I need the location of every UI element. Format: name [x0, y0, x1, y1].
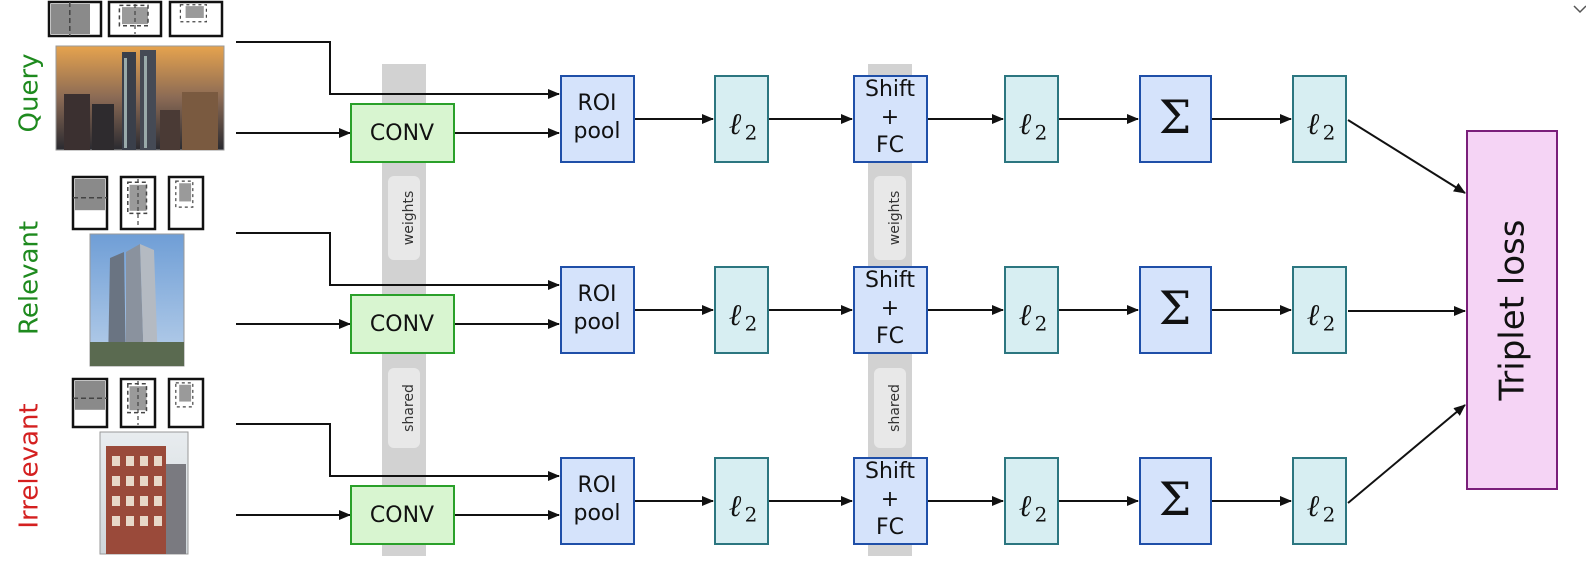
- shift-label: Shift: [865, 459, 915, 484]
- triplet-loss-label: Triplet loss: [1493, 220, 1533, 402]
- conv-label: CONV: [370, 312, 434, 337]
- band-label-shared: shared: [401, 384, 417, 432]
- l2-norm-label: ℓ: [1019, 298, 1032, 333]
- shift-fc-block: [853, 266, 928, 354]
- pool-label: pool: [574, 119, 621, 144]
- roi-pool-block: [560, 457, 635, 545]
- chevron-down-icon: [1573, 5, 1586, 14]
- shift-label: Shift: [865, 77, 915, 102]
- l2-norm-subscript: 2: [1323, 503, 1336, 527]
- roi-pool-block: [560, 266, 635, 354]
- row-label-query: Query: [15, 53, 45, 132]
- l2-norm-block-1: [714, 266, 769, 354]
- band-label-bg: [388, 368, 420, 448]
- irrelevant-photo-icon: [99, 431, 189, 555]
- conv-label: CONV: [370, 121, 434, 146]
- band-label-bg: [874, 176, 906, 260]
- region-grid-icon: [47, 0, 103, 38]
- sum-label: Σ: [1159, 281, 1192, 335]
- arrow-to-loss-query: [1347, 119, 1466, 194]
- l2-norm-subscript: 2: [1035, 312, 1048, 336]
- roi-label: ROI: [577, 91, 616, 116]
- sum-pool-block: [1139, 266, 1212, 354]
- conv-block: [350, 485, 455, 545]
- sum-label: Σ: [1159, 472, 1192, 526]
- l2-norm-subscript: 2: [1323, 312, 1336, 336]
- plus-label: +: [881, 487, 899, 512]
- shift-fc-block: [853, 75, 928, 163]
- l2-norm-label: ℓ: [729, 107, 742, 142]
- pool-label: pool: [574, 310, 621, 335]
- l2-norm-subscript: 2: [745, 503, 758, 527]
- plus-label: +: [881, 296, 899, 321]
- sum-pool-block: [1139, 75, 1212, 163]
- l2-norm-block-3: [1292, 266, 1347, 354]
- arrow-to-loss-irrelevant: [1347, 404, 1466, 504]
- band-label-weights: weights: [401, 191, 417, 246]
- l2-norm-label: ℓ: [729, 298, 742, 333]
- shift-label: Shift: [865, 268, 915, 293]
- arrow-regions-to-roi: [236, 232, 560, 290]
- fc-label: FC: [876, 324, 904, 349]
- band-label-shared: shared: [887, 384, 903, 432]
- region-grid-icon: [119, 175, 157, 231]
- region-grid-icon: [71, 175, 109, 231]
- l2-norm-label: ℓ: [1019, 489, 1032, 524]
- conv-block: [350, 103, 455, 163]
- sum-label: Σ: [1159, 90, 1192, 144]
- region-grid-icon: [71, 377, 109, 429]
- l2-norm-label: ℓ: [1307, 489, 1320, 524]
- l2-norm-block-1: [714, 457, 769, 545]
- l2-norm-subscript: 2: [745, 121, 758, 145]
- fc-label: FC: [876, 515, 904, 540]
- band-label-weights: weights: [887, 191, 903, 246]
- region-grid-icon: [119, 377, 157, 429]
- region-grid-icon: [167, 377, 205, 429]
- l2-norm-subscript: 2: [1035, 121, 1048, 145]
- shift-fc-block: [853, 457, 928, 545]
- l2-norm-label: ℓ: [1307, 107, 1320, 142]
- region-grid-icon: [107, 0, 163, 38]
- arrow-regions-to-roi: [236, 41, 560, 99]
- relevant-photo-icon: [89, 233, 185, 367]
- l2-norm-block-3: [1292, 457, 1347, 545]
- sum-pool-block: [1139, 457, 1212, 545]
- l2-norm-subscript: 2: [1323, 121, 1336, 145]
- row-label-irrelevant: Irrelevant: [15, 403, 45, 528]
- l2-norm-label: ℓ: [1307, 298, 1320, 333]
- l2-norm-block-3: [1292, 75, 1347, 163]
- row-label-relevant: Relevant: [15, 221, 45, 335]
- roi-label: ROI: [577, 473, 616, 498]
- l2-norm-block-1: [714, 75, 769, 163]
- l2-norm-block-2: [1004, 457, 1059, 545]
- band-label-bg: [874, 368, 906, 448]
- l2-norm-label: ℓ: [729, 489, 742, 524]
- pool-label: pool: [574, 501, 621, 526]
- l2-norm-subscript: 2: [745, 312, 758, 336]
- roi-label: ROI: [577, 282, 616, 307]
- l2-norm-block-2: [1004, 266, 1059, 354]
- arrow-regions-to-roi: [236, 423, 560, 481]
- l2-norm-subscript: 2: [1035, 503, 1048, 527]
- triplet-loss-box: [1466, 130, 1558, 490]
- l2-norm-label: ℓ: [1019, 107, 1032, 142]
- roi-pool-block: [560, 75, 635, 163]
- l2-norm-block-2: [1004, 75, 1059, 163]
- conv-label: CONV: [370, 503, 434, 528]
- plus-label: +: [881, 105, 899, 130]
- region-grid-icon: [168, 0, 224, 38]
- region-grid-icon: [167, 175, 205, 231]
- query-photo-icon: [55, 45, 225, 151]
- band-label-bg: [388, 176, 420, 260]
- fc-label: FC: [876, 133, 904, 158]
- conv-block: [350, 294, 455, 354]
